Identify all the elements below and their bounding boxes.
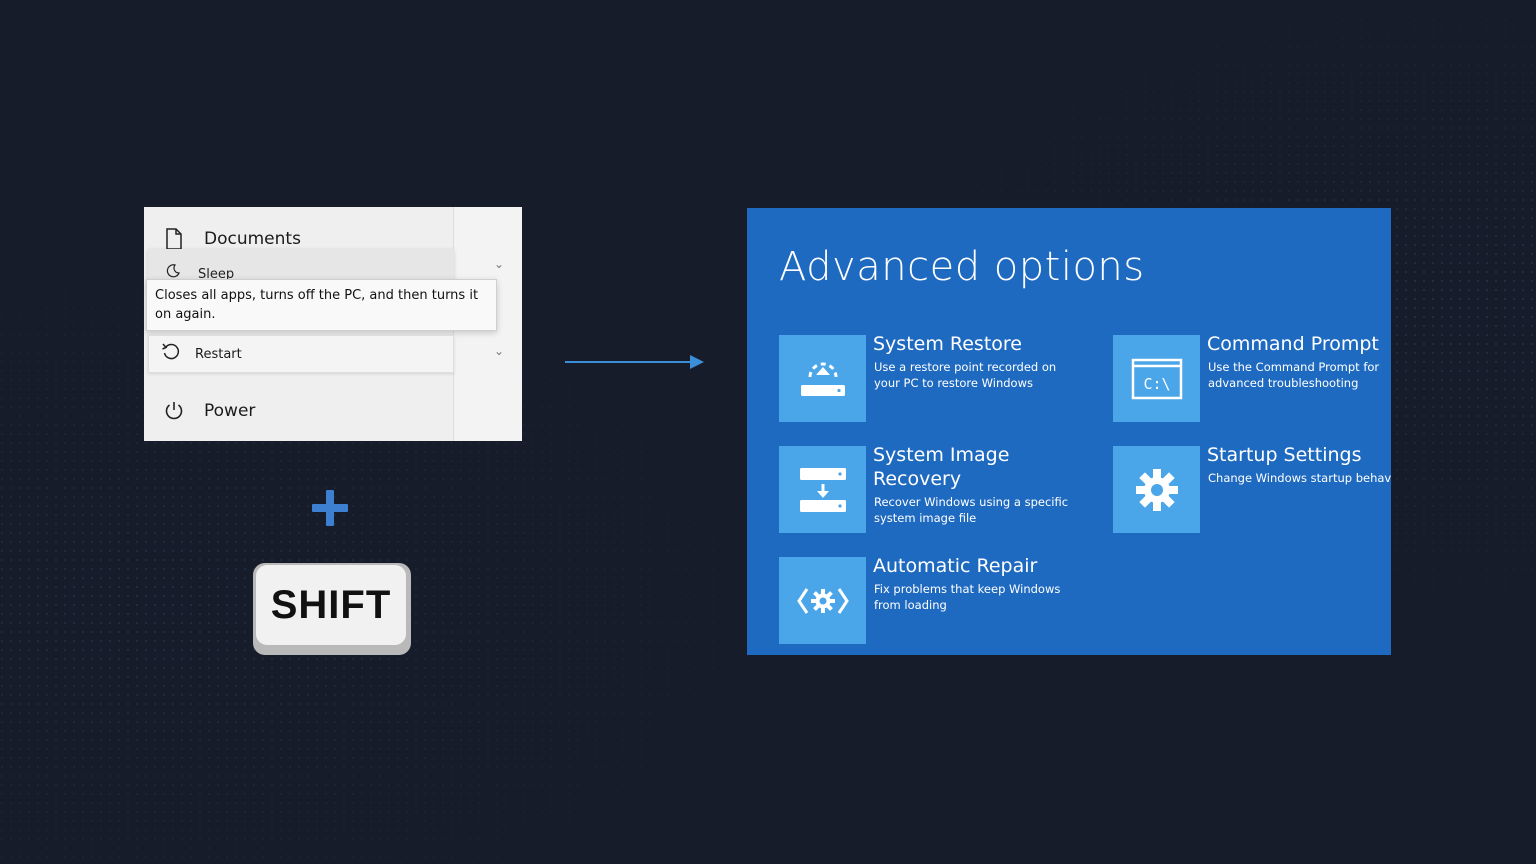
- restart-tooltip: Closes all apps, turns off the PC, and t…: [146, 279, 497, 331]
- option-name: System Restore: [873, 333, 1022, 355]
- power-icon: [162, 399, 186, 423]
- command-prompt-glyph: C:\: [1143, 375, 1170, 393]
- option-description: Change Windows startup behavior: [1208, 471, 1391, 485]
- system-image-recovery-icon: [779, 446, 866, 533]
- chevron-down-icon[interactable]: ⌄: [493, 257, 504, 271]
- arrow-right-icon: [565, 355, 704, 369]
- option-description: Use a restore point recorded on your PC …: [874, 360, 1057, 390]
- menu-item-documents-label: Documents: [204, 229, 301, 249]
- shift-key: SHIFT: [253, 563, 411, 655]
- option-description: Use the Command Prompt for advanced trou…: [1208, 360, 1380, 390]
- option-startup-settings[interactable]: Startup Settings Change Windows startup …: [1113, 444, 1391, 534]
- page-title: Advanced options: [779, 244, 1145, 290]
- shift-key-label: SHIFT: [256, 565, 406, 645]
- option-system-image-recovery[interactable]: System Image Recovery Recover Windows us…: [779, 444, 1109, 534]
- option-description: Fix problems that keep Windows from load…: [874, 582, 1061, 612]
- menu-item-power[interactable]: Power: [162, 399, 255, 423]
- command-prompt-icon: C:\: [1113, 335, 1200, 422]
- advanced-options-screen: Advanced options System Restore Use a re…: [747, 208, 1391, 655]
- option-name: System Image Recovery: [873, 444, 1010, 490]
- option-system-restore[interactable]: System Restore Use a restore point recor…: [779, 333, 1109, 423]
- restart-icon: [161, 342, 181, 366]
- option-automatic-repair[interactable]: Automatic Repair Fix problems that keep …: [779, 555, 1109, 645]
- system-restore-icon: [779, 335, 866, 422]
- menu-item-restart-label: Restart: [195, 346, 242, 362]
- menu-item-restart[interactable]: Restart: [148, 335, 454, 373]
- option-name: Startup Settings: [1207, 444, 1362, 466]
- document-icon: [162, 227, 186, 251]
- option-name: Command Prompt: [1207, 333, 1379, 355]
- menu-item-sleep-label: Sleep: [198, 267, 235, 282]
- option-description: Recover Windows using a specific system …: [874, 495, 1069, 525]
- option-command-prompt[interactable]: C:\ Command Prompt Use the Command Promp…: [1113, 333, 1391, 423]
- moon-icon: [166, 263, 180, 282]
- plus-icon: [312, 490, 348, 526]
- menu-item-power-label: Power: [204, 401, 256, 421]
- chevron-down-icon[interactable]: ⌄: [493, 344, 504, 358]
- menu-item-documents[interactable]: Documents: [162, 227, 301, 251]
- start-menu-power-panel: Documents Sleep ⌄ ⌄ Closes all apps, tur…: [144, 207, 522, 441]
- gear-icon: [1113, 446, 1200, 533]
- option-name: Automatic Repair: [873, 555, 1038, 577]
- automatic-repair-icon: [779, 557, 866, 644]
